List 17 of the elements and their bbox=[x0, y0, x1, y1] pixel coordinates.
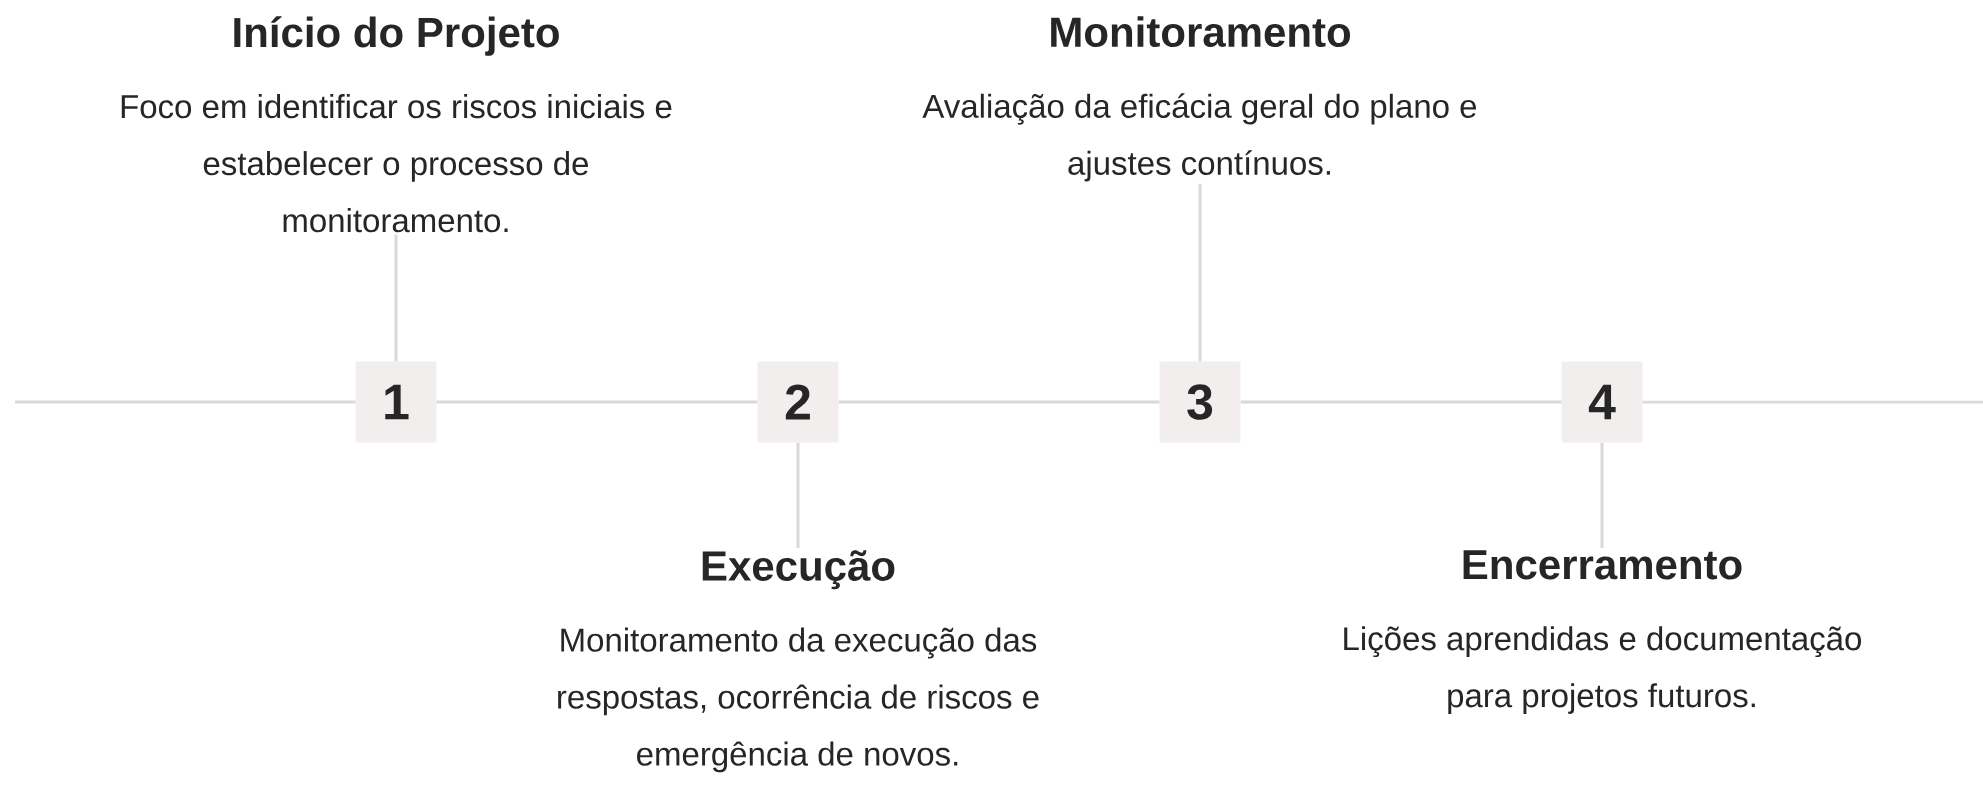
number-box: 4 bbox=[1561, 361, 1643, 443]
milestone-text: Encerramento Lições aprendidas e documentação para projetos futuros. bbox=[1344, 550, 1862, 714]
timeline-line bbox=[1642, 400, 1983, 404]
milestone-text: Execução Monitoramento da execução das respostas, ocorrência de riscos e emergência de novos. bbox=[558, 550, 1039, 773]
connector-line bbox=[796, 442, 800, 548]
number-box: 2 bbox=[757, 361, 839, 443]
timeline-line bbox=[838, 400, 1160, 404]
timeline-line bbox=[15, 400, 356, 404]
connector-line bbox=[1600, 442, 1604, 548]
number-box: 1 bbox=[355, 361, 437, 443]
milestone-text: Início do Projeto Foco em identificar os riscos iniciais e estabelecer o processo de monitoramento. bbox=[121, 16, 672, 233]
timeline-line bbox=[1240, 400, 1562, 404]
connector-line bbox=[1198, 183, 1202, 362]
connector-line bbox=[394, 234, 398, 362]
number-box: 3 bbox=[1159, 361, 1241, 443]
timeline-line bbox=[436, 400, 758, 404]
milestone-text: Monitoramento Avaliação da eficácia geral do plano e ajustes contínuos. bbox=[922, 16, 1477, 182]
